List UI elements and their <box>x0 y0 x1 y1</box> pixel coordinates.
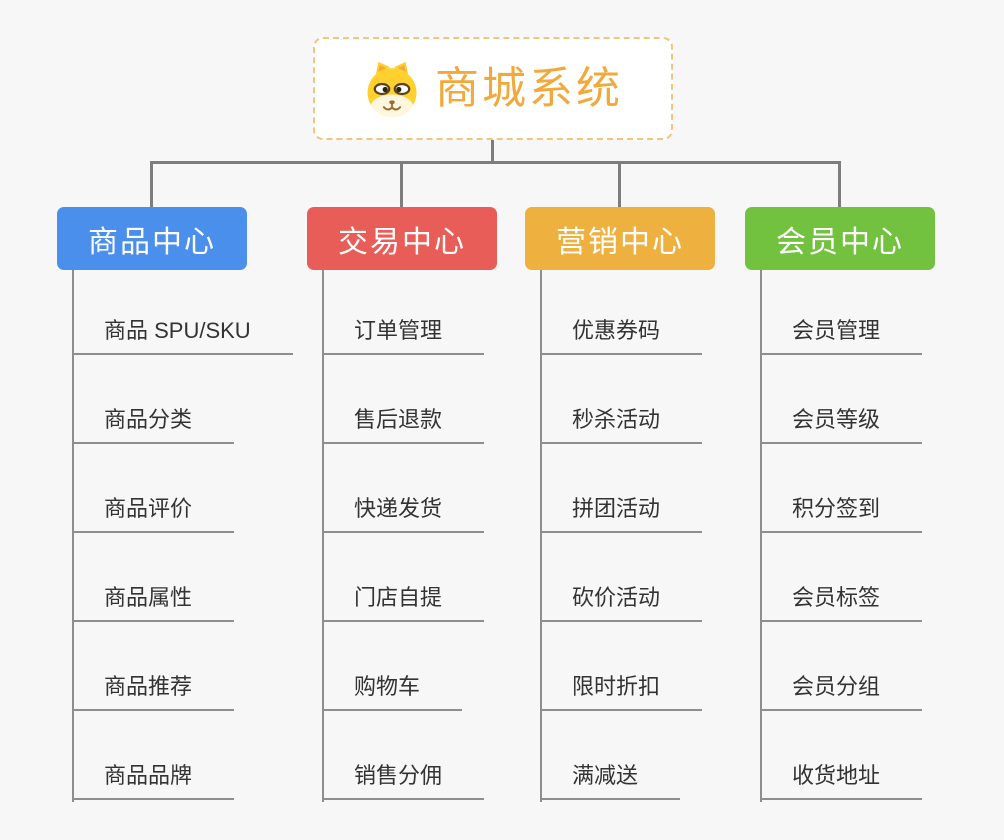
mindmap-item[interactable]: 砍价活动 <box>540 584 703 622</box>
mindmap-item[interactable]: 门店自提 <box>322 584 485 622</box>
mindmap-item[interactable]: 商品分类 <box>72 406 235 444</box>
root-title: 商城系统 <box>435 63 623 113</box>
doge-icon <box>363 60 421 118</box>
mindmap-item[interactable]: 优惠券码 <box>540 317 703 355</box>
mindmap-item[interactable]: 秒杀活动 <box>540 406 703 444</box>
mindmap-item[interactable]: 拼团活动 <box>540 495 703 533</box>
connector-drop-2 <box>400 161 403 207</box>
branch-spine <box>322 270 324 802</box>
mindmap-item[interactable]: 积分签到 <box>760 495 923 533</box>
branch-spine <box>760 270 762 802</box>
mindmap-item[interactable]: 满减送 <box>540 762 681 800</box>
connector-drop-4 <box>838 161 841 207</box>
connector-drop-3 <box>618 161 621 207</box>
mindmap-item[interactable]: 会员等级 <box>760 406 923 444</box>
mindmap-item[interactable]: 会员分组 <box>760 673 923 711</box>
mindmap-item[interactable]: 商品评价 <box>72 495 235 533</box>
branch-spine <box>540 270 542 802</box>
branch-node-trade-center[interactable]: 交易中心 <box>307 207 497 270</box>
mindmap-item[interactable]: 会员管理 <box>760 317 923 355</box>
branch-node-member-center[interactable]: 会员中心 <box>745 207 935 270</box>
branch-spine <box>72 270 74 802</box>
mindmap-item[interactable]: 收货地址 <box>760 762 923 800</box>
mindmap-item[interactable]: 商品推荐 <box>72 673 235 711</box>
mindmap-item[interactable]: 商品 SPU/SKU <box>72 317 293 355</box>
mindmap-item[interactable]: 快递发货 <box>322 495 485 533</box>
mindmap-item[interactable]: 商品属性 <box>72 584 235 622</box>
mindmap-item[interactable]: 限时折扣 <box>540 673 703 711</box>
mindmap-item[interactable]: 会员标签 <box>760 584 923 622</box>
connector-root-stem <box>491 140 494 163</box>
mindmap-item[interactable]: 购物车 <box>322 673 463 711</box>
mindmap-item[interactable]: 订单管理 <box>322 317 485 355</box>
mindmap-item[interactable]: 商品品牌 <box>72 762 235 800</box>
branch-node-marketing-center[interactable]: 营销中心 <box>525 207 715 270</box>
mindmap-item[interactable]: 售后退款 <box>322 406 485 444</box>
branch-node-product-center[interactable]: 商品中心 <box>57 207 247 270</box>
connector-drop-1 <box>150 161 153 207</box>
mindmap-item[interactable]: 销售分佣 <box>322 762 485 800</box>
connector-bus <box>150 161 841 164</box>
root-node[interactable]: 商城系统 <box>313 37 673 140</box>
